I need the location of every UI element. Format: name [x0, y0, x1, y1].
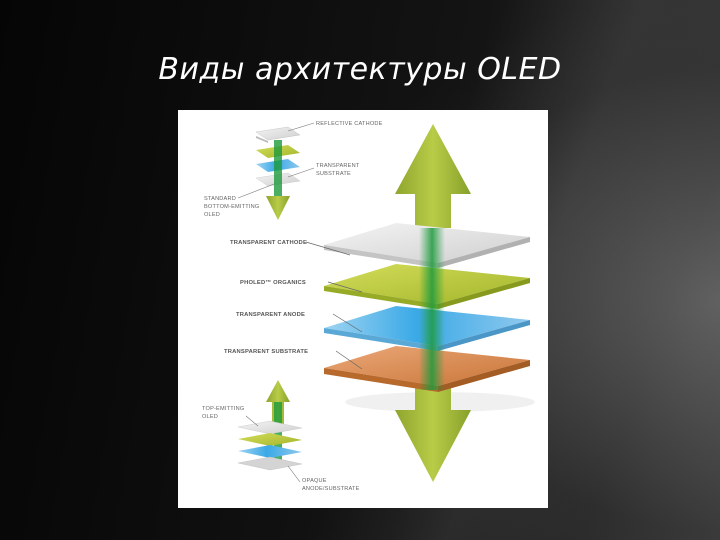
main-anode-edge: [324, 328, 438, 351]
label-anode-substrate: ANODE/SUBSTRATE: [302, 486, 360, 492]
label-transparent-substrate-top-2: SUBSTRATE: [316, 171, 351, 177]
main-substrate-side: [438, 360, 530, 392]
small-top-emission-beam: [274, 140, 282, 198]
label-opaque: OPAQUE: [302, 478, 327, 484]
slide-title: Виды архитектуры OLED: [158, 52, 562, 87]
label-oled-top: OLED: [204, 212, 220, 218]
label-bottom-emitting: BOTTOM-EMITTING: [204, 204, 259, 210]
label-oled-bottom: OLED: [202, 414, 218, 420]
label-transparent-substrate: TRANSPARENT SUBSTRATE: [224, 349, 308, 355]
leader-line: [287, 465, 301, 483]
main-cathode-side: [438, 237, 530, 268]
leader-line: [287, 167, 315, 178]
label-top-emitting: TOP-EMITTING: [202, 406, 244, 412]
small-top-down-arrow-icon: [266, 196, 290, 220]
label-standard: STANDARD: [204, 196, 236, 202]
small-top-cathode-layer: [255, 126, 301, 141]
main-oled-stack-diagram: TRANSPARENT CATHODE PHOLED™ ORGANICS TRA…: [224, 124, 535, 482]
main-substrate-edge: [324, 368, 438, 392]
main-cathode-edge: [324, 245, 438, 268]
main-organics-side: [438, 278, 530, 309]
leader-line: [335, 350, 363, 370]
bottom-emitting-oled-diagram: REFLECTIVE CATHODE TRANSPARENT SUBSTRATE…: [204, 121, 383, 220]
up-arrow-icon: [395, 124, 471, 228]
oled-diagram-panel: REFLECTIVE CATHODE TRANSPARENT SUBSTRATE…: [178, 110, 548, 508]
small-bottom-anode-layer: [238, 445, 302, 458]
leader-line: [305, 241, 351, 256]
small-top-cathode-edge: [256, 136, 268, 143]
leader-line: [327, 281, 363, 293]
main-organics-edge: [324, 286, 438, 309]
main-anode-side: [438, 320, 530, 351]
small-bottom-organics-layer: [238, 433, 302, 446]
label-transparent-anode: TRANSPARENT ANODE: [236, 312, 305, 318]
leader-line: [287, 122, 315, 132]
main-emission-beam: [419, 228, 445, 390]
oled-diagram: REFLECTIVE CATHODE TRANSPARENT SUBSTRATE…: [202, 121, 535, 492]
small-bottom-opaque-substrate-layer: [237, 456, 303, 471]
label-transparent-substrate-top-1: TRANSPARENT: [316, 163, 360, 169]
label-pholed-organics: PHOLED™ ORGANICS: [240, 280, 306, 286]
label-transparent-cathode: TRANSPARENT CATHODE: [230, 240, 307, 246]
top-emitting-oled-diagram: TOP-EMITTING OLED OPAQUE ANODE/SUBSTRATE: [202, 380, 360, 492]
small-bottom-cathode-layer: [237, 420, 303, 435]
label-reflective-cathode: REFLECTIVE CATHODE: [316, 121, 383, 127]
down-arrow-icon: [395, 388, 471, 482]
leader-line: [332, 313, 363, 333]
leader-line: [237, 183, 275, 199]
leader-line: [245, 415, 259, 427]
